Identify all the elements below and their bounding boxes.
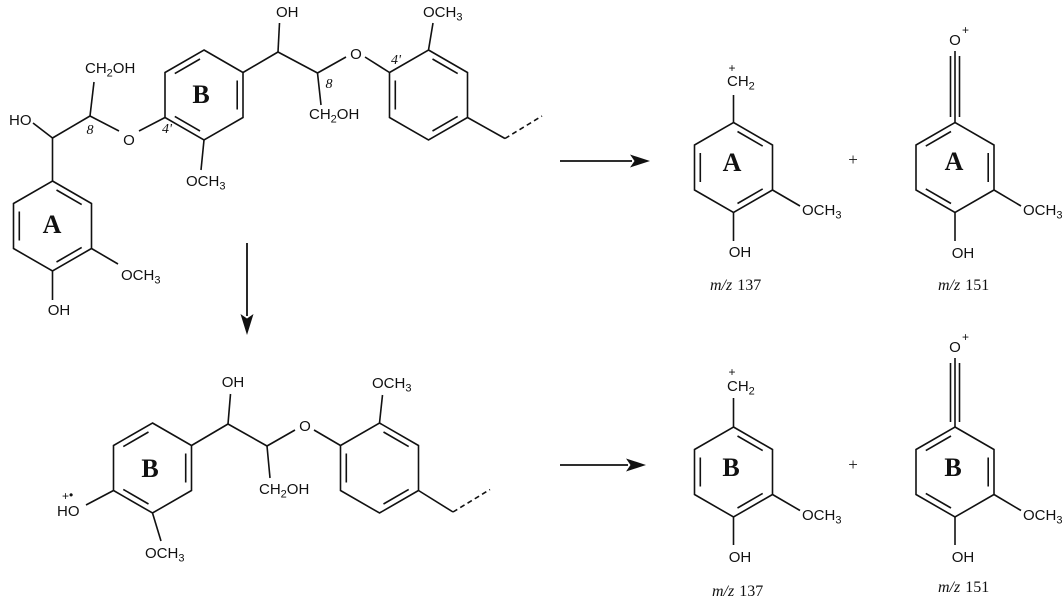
methoxy-label: OCH3 xyxy=(802,202,841,222)
triple-bond-acylium xyxy=(949,51,961,123)
position-8-label: 8 xyxy=(326,77,333,92)
plus-separator-bottom: + xyxy=(848,455,858,474)
acylium-oxygen-label: O xyxy=(949,339,961,356)
polymer-continuation-bond xyxy=(504,115,543,140)
intermediate-skeleton xyxy=(85,393,491,542)
hydroxyl-label: OH xyxy=(952,245,975,262)
methoxy-label: OCH3 xyxy=(802,507,841,527)
reaction-arrow-right-bottom xyxy=(560,458,646,472)
position-8-label: 8 xyxy=(87,123,94,138)
methoxy-label: OCH3 xyxy=(423,4,462,24)
hydroxyl-label: HO xyxy=(57,503,80,520)
hydroxyl-label: OH xyxy=(48,302,71,319)
polymer-continuation-bond xyxy=(452,488,491,513)
ring-b-label: B xyxy=(141,454,158,483)
methoxy-label: OCH3 xyxy=(372,375,411,395)
reaction-arrow-down xyxy=(240,243,254,335)
reactant-skeleton xyxy=(12,22,543,300)
methoxy-label: OCH3 xyxy=(186,173,225,193)
intermediate-structure: +• HO B OCH3 OH CH2OH O OCH3 xyxy=(57,374,491,565)
product-skeleton xyxy=(915,358,1022,545)
methoxy-label: OCH3 xyxy=(1023,507,1062,527)
position-4prime-label: 4' xyxy=(162,122,173,137)
hydroxyl-label: OH xyxy=(952,549,975,566)
ring-a-label: A xyxy=(43,210,62,239)
ch2oh-label: CH2OH xyxy=(85,60,135,80)
ch2-cation-label: CH2 xyxy=(727,73,755,93)
cation-plus-mark: + xyxy=(728,365,735,379)
methoxy-label: OCH3 xyxy=(145,545,184,565)
position-4prime-label: 4' xyxy=(391,53,402,68)
benzene-ring-prime xyxy=(339,422,420,514)
ether-oxygen-label: O xyxy=(299,418,311,435)
hydroxyl-label: OH xyxy=(222,374,245,391)
radical-cation-mark: +• xyxy=(62,488,73,503)
cation-plus-mark: + xyxy=(962,23,969,37)
ring-a-label: A xyxy=(723,148,742,177)
methoxy-label: OCH3 xyxy=(1023,202,1062,222)
reaction-arrow-right-top xyxy=(560,154,650,168)
hydroxyl-label: OH xyxy=(276,4,299,21)
ring-b-label: B xyxy=(722,453,739,482)
benzene-ring-prime xyxy=(388,49,469,141)
methoxy-label: OCH3 xyxy=(121,267,160,287)
cation-plus-mark: + xyxy=(962,330,969,344)
arrow-right-icon xyxy=(630,154,650,168)
ring-b-label: B xyxy=(944,453,961,482)
ring-b-label: B xyxy=(192,80,209,109)
hydroxyl-label: OH xyxy=(729,549,752,566)
arrow-right-icon xyxy=(626,458,646,472)
hydroxyl-label: OH xyxy=(729,244,752,261)
ch2oh-label: CH2OH xyxy=(309,106,359,126)
hydroxyl-label: HO xyxy=(9,112,32,129)
reactant-structure: HO CH2OH 8 O 4' A B OCH3 OH OCH3 OH 8 CH… xyxy=(9,4,543,319)
ether-oxygen-label: O xyxy=(350,46,362,63)
ether-oxygen-label: O xyxy=(123,132,135,149)
cation-plus-mark: + xyxy=(728,61,735,75)
ch2oh-label: CH2OH xyxy=(259,481,309,501)
product-skeleton xyxy=(693,398,801,545)
product-skeleton xyxy=(915,51,1022,241)
ch2-cation-label: CH2 xyxy=(727,378,755,398)
arrow-down-icon xyxy=(240,314,254,335)
product-skeleton xyxy=(693,95,801,241)
acylium-oxygen-label: O xyxy=(949,32,961,49)
plus-separator-top: + xyxy=(848,150,858,169)
ring-a-label: A xyxy=(945,147,964,176)
triple-bond-acylium xyxy=(949,358,961,427)
